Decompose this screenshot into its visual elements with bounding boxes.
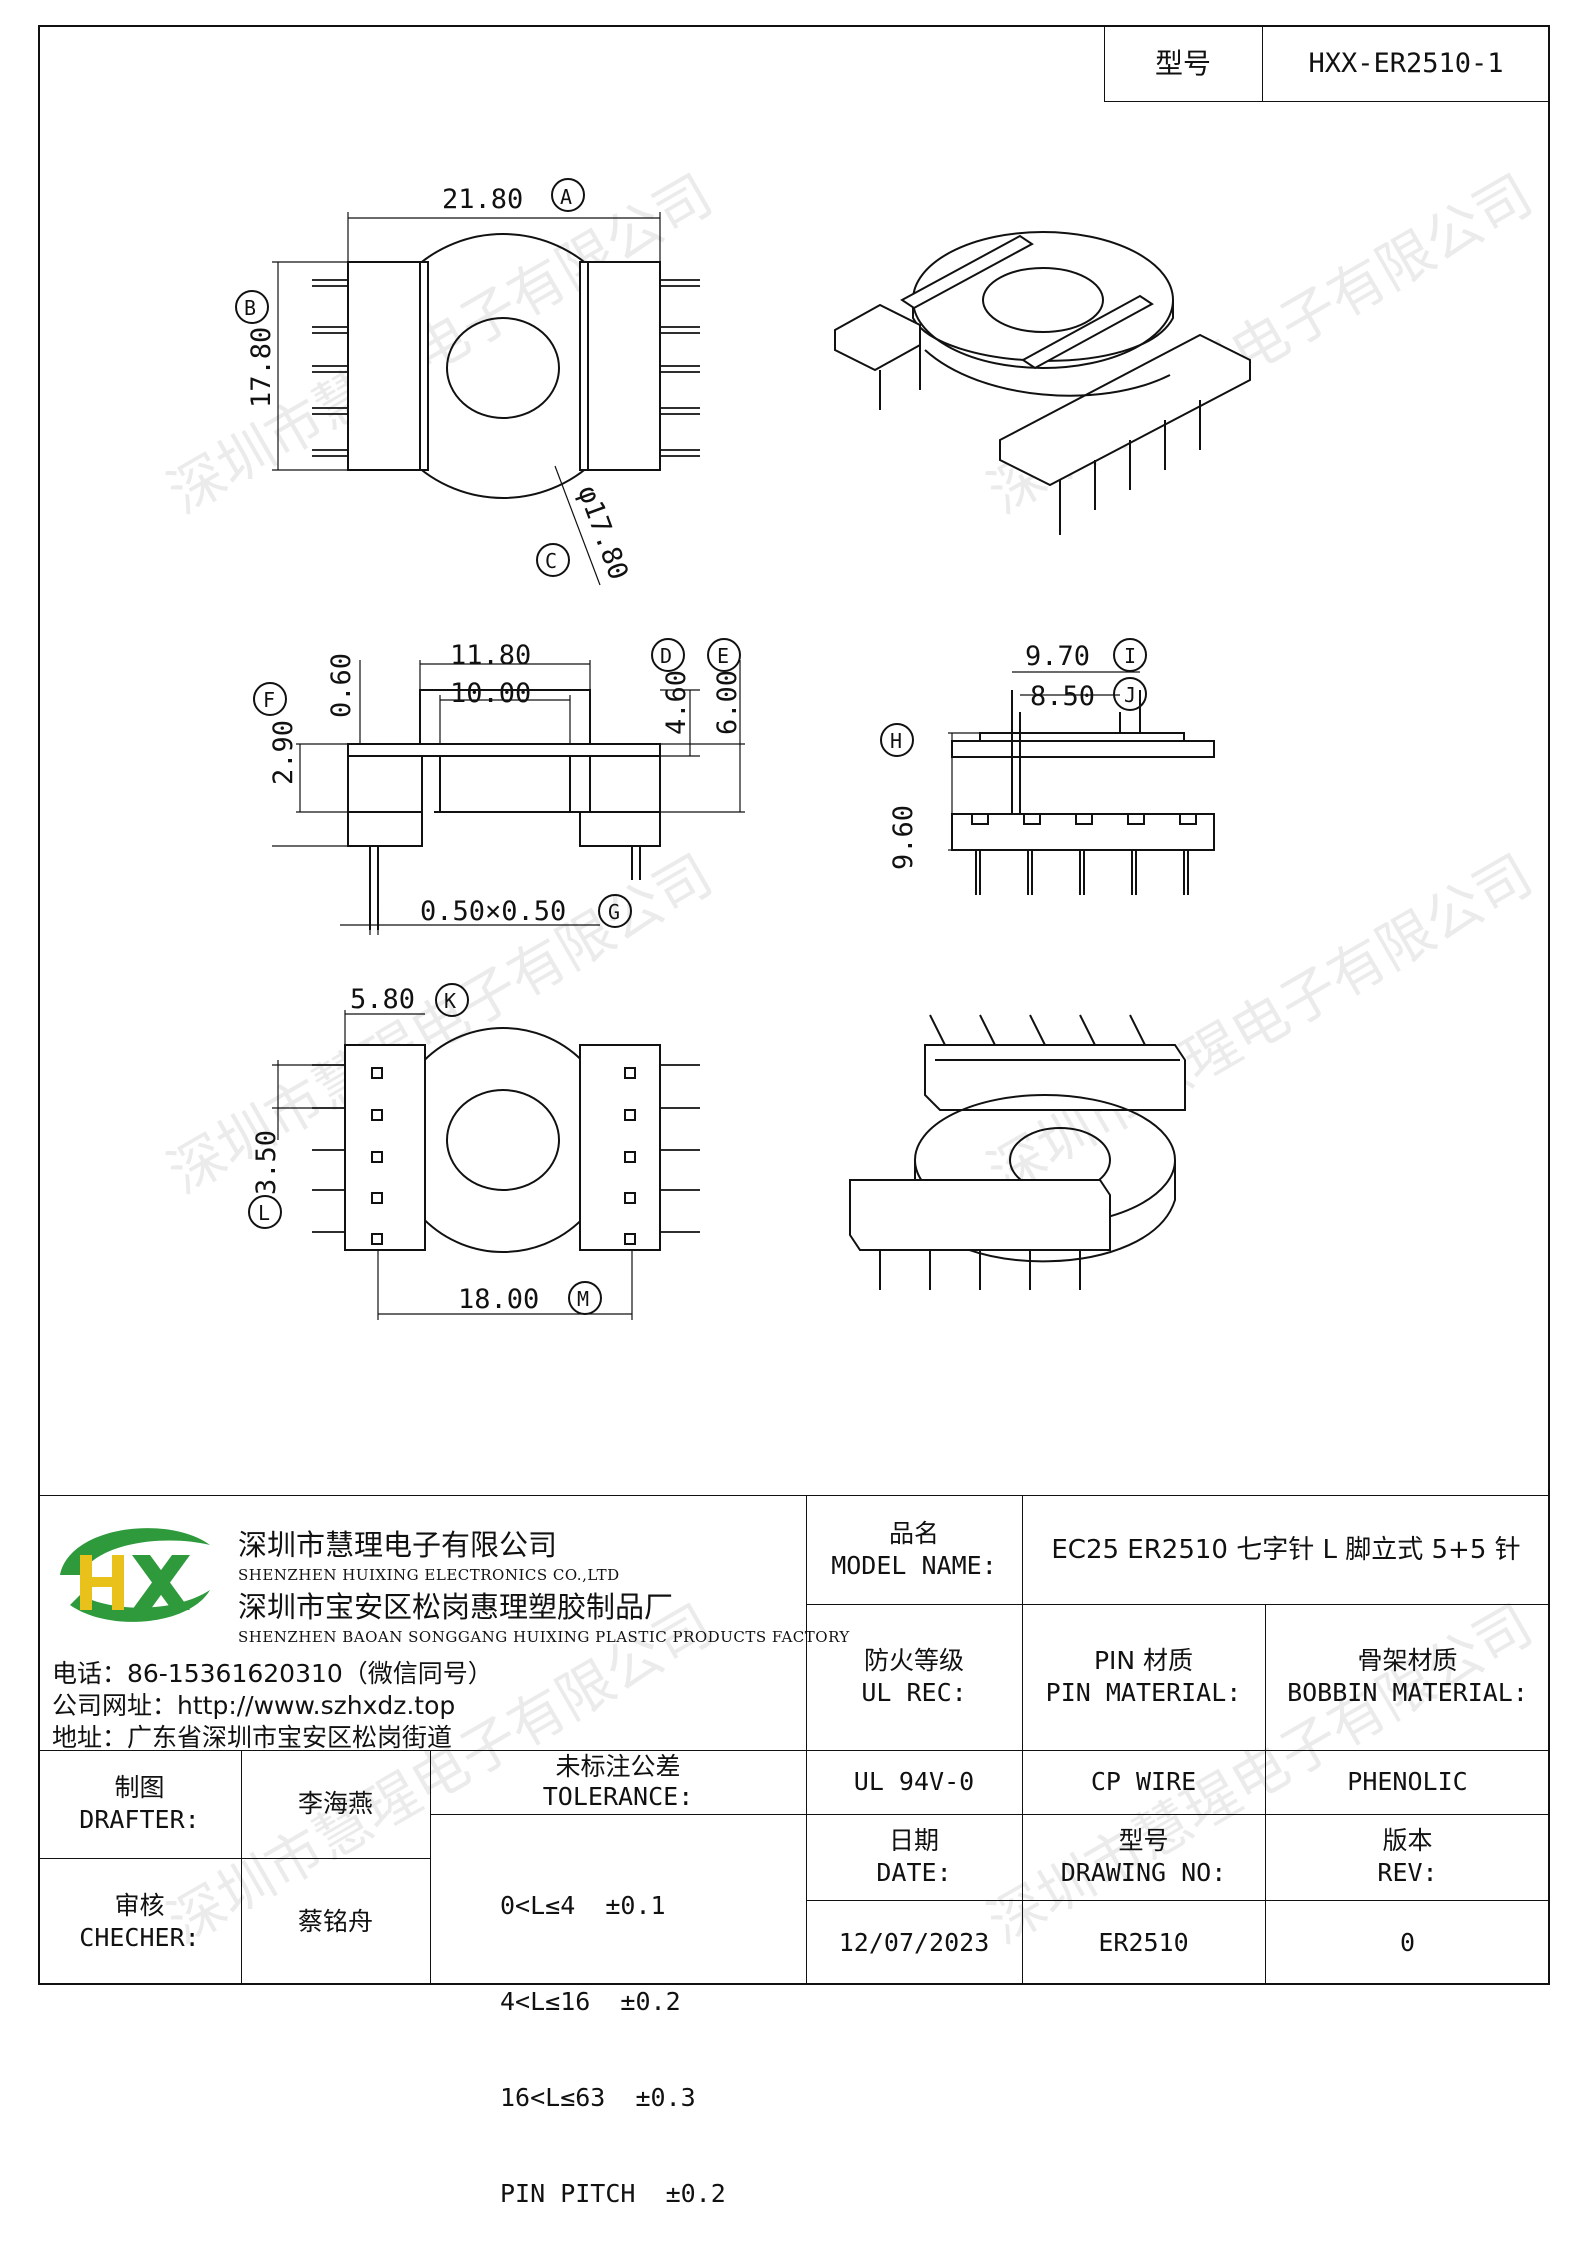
dim-G-letter: G — [608, 900, 620, 924]
dim-J-letter: J — [1124, 683, 1136, 707]
company-logo — [60, 1528, 210, 1622]
tolerance-table: 0<L≤4 ±0.1 4<L≤16 ±0.2 16<L≤63 ±0.3 PIN … — [500, 1826, 726, 2242]
bottom-view — [248, 983, 700, 1320]
dim-width-1180: 11.80 — [450, 640, 531, 671]
factory-name-cn: 深圳市宝安区松岗惠理塑胶制品厂 — [238, 1590, 674, 1624]
dim-A-letter: A — [560, 185, 572, 209]
side-view — [880, 638, 1215, 895]
model-header-label: 型号 — [1154, 46, 1211, 80]
technical-drawings: 21.80 A 17.80 B φ17.80 C 11.80 10.00 0.6… — [235, 178, 1251, 1320]
company-phone: 电话：86-15361620310（微信同号） — [52, 1659, 493, 1688]
dim-F-letter: F — [263, 688, 275, 712]
drawing-sheet — [38, 25, 1550, 1985]
ul-rec-value: UL 94V-0 — [853, 1767, 975, 1796]
dim-D-value: 4.60 — [661, 670, 692, 735]
rev-value: 0 — [1399, 1927, 1416, 1957]
model-name-value: EC25 ER2510 七字针 L 脚立式 5+5 针 — [1051, 1534, 1521, 1565]
tolerance-row: 16<L≤63 ±0.3 — [500, 2083, 696, 2112]
dim-F-value: 2.90 — [268, 720, 299, 785]
dim-M-value: 18.00 — [458, 1284, 539, 1315]
isometric-view-top — [834, 231, 1251, 535]
dim-H-letter: H — [890, 729, 902, 753]
dim-C-letter: C — [545, 549, 557, 573]
company-address: 地址：广东省深圳市宝安区松岗街道 — [52, 1723, 453, 1752]
bobbin-material-value: PHENOLIC — [1347, 1767, 1468, 1796]
tolerance-row: PIN PITCH ±0.2 — [500, 2179, 726, 2208]
model-header-box — [1104, 25, 1550, 102]
dim-thickness-060: 0.60 — [326, 653, 357, 718]
dim-D-letter: D — [660, 644, 672, 668]
checker-name: 蔡铭舟 — [297, 1906, 373, 1936]
drafter-name: 李海燕 — [297, 1789, 373, 1818]
dim-E-value: 6.00 — [712, 670, 743, 735]
dim-J-value: 8.50 — [1030, 681, 1095, 712]
dim-B-letter: B — [244, 296, 256, 320]
dim-M-letter: M — [577, 1287, 589, 1311]
dim-B-value: 17.80 — [246, 327, 277, 408]
dim-K-letter: K — [444, 989, 456, 1013]
model-header-value: HXX-ER2510-1 — [1308, 47, 1504, 79]
dim-L-value: 3.50 — [251, 1130, 282, 1195]
dim-K-value: 5.80 — [350, 984, 415, 1015]
dim-width-1000: 10.00 — [450, 678, 531, 709]
company-name-cn: 深圳市慧理电子有限公司 — [238, 1528, 558, 1562]
pin-material-value: CP WIRE — [1090, 1767, 1197, 1796]
date-value: 12/07/2023 — [838, 1927, 990, 1957]
dim-A-value: 21.80 — [442, 184, 523, 215]
factory-name-en: SHENZHEN BAOAN SONGGANG HUIXING PLASTIC … — [238, 1628, 850, 1646]
company-website: 公司网址：http://www.szhxdz.top — [52, 1691, 456, 1720]
top-view — [235, 178, 700, 586]
tolerance-row: 4<L≤16 ±0.2 — [500, 1987, 681, 2016]
dim-G-value: 0.50×0.50 — [420, 896, 566, 927]
tolerance-row: 0<L≤4 ±0.1 — [500, 1891, 666, 1920]
dim-I-letter: I — [1124, 644, 1136, 668]
drawing-no-value: ER2510 — [1098, 1927, 1189, 1957]
company-name-en: SHENZHEN HUIXING ELECTRONICS CO.,LTD — [238, 1566, 620, 1584]
isometric-view-bottom — [849, 1014, 1186, 1290]
front-view — [253, 638, 745, 935]
dim-H-value: 9.60 — [888, 805, 919, 870]
dim-I-value: 9.70 — [1025, 641, 1090, 672]
dim-L-letter: L — [258, 1201, 270, 1225]
dim-E-letter: E — [717, 644, 729, 668]
